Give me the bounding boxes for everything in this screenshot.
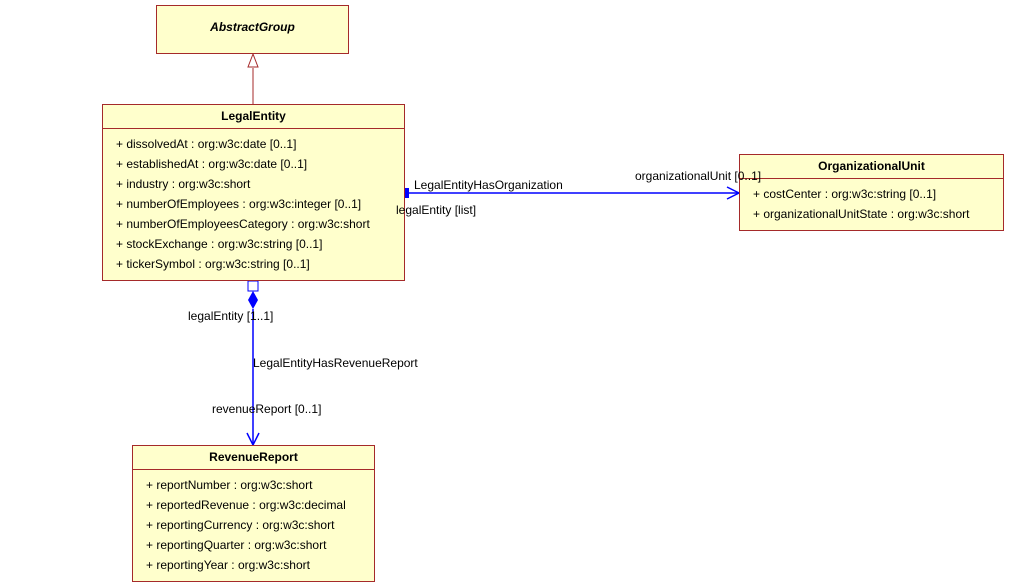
attribute: + stockExchange : org:w3c:string [0..1] bbox=[116, 237, 323, 251]
composition-diamond bbox=[248, 291, 258, 309]
class-organizational-unit[interactable]: OrganizationalUnit + costCenter : org:w3… bbox=[739, 154, 1004, 231]
association-name-revenue: LegalEntityHasRevenueReport bbox=[253, 356, 418, 370]
attribute-list: + dissolvedAt : org:w3c:date [0..1] + es… bbox=[103, 129, 404, 274]
attribute: + reportNumber : org:w3c:short bbox=[146, 478, 313, 492]
attribute: + reportingYear : org:w3c:short bbox=[146, 558, 310, 572]
role-label-revenue-report: revenueReport [0..1] bbox=[212, 402, 322, 416]
attribute: + numberOfEmployees : org:w3c:integer [0… bbox=[116, 197, 362, 211]
class-revenue-report[interactable]: RevenueReport + reportNumber : org:w3c:s… bbox=[132, 445, 375, 582]
attribute: + organizationalUnitState : org:w3c:shor… bbox=[753, 207, 970, 221]
attribute: + reportingCurrency : org:w3c:short bbox=[146, 518, 335, 532]
generalization-arrowhead bbox=[247, 52, 259, 68]
attribute: + establishedAt : org:w3c:date [0..1] bbox=[116, 157, 308, 171]
class-name: RevenueReport bbox=[133, 446, 374, 470]
role-label-legal-entity-list: legalEntity [list] bbox=[396, 203, 477, 217]
class-name: AbstractGroup bbox=[210, 20, 295, 34]
attribute: + reportingQuarter : org:w3c:short bbox=[146, 538, 327, 552]
attribute-list: + reportNumber : org:w3c:short + reporte… bbox=[133, 470, 374, 575]
attribute: + tickerSymbol : org:w3c:string [0..1] bbox=[116, 257, 310, 271]
attribute-list: + costCenter : org:w3c:string [0..1] + o… bbox=[740, 179, 1003, 224]
attribute: + reportedRevenue : org:w3c:decimal bbox=[146, 498, 346, 512]
role-label-legal-entity-one: legalEntity [1..1] bbox=[188, 309, 274, 323]
class-name: LegalEntity bbox=[103, 105, 404, 129]
attribute: + industry : org:w3c:short bbox=[116, 177, 251, 191]
attribute: + dissolvedAt : org:w3c:date [0..1] bbox=[116, 137, 297, 151]
attribute: + numberOfEmployeesCategory : org:w3c:sh… bbox=[116, 217, 370, 231]
role-label-organizational-unit: organizationalUnit [0..1] bbox=[635, 169, 762, 183]
composition-anchor bbox=[247, 280, 259, 292]
class-legal-entity[interactable]: LegalEntity + dissolvedAt : org:w3c:date… bbox=[102, 104, 405, 281]
class-abstract-group[interactable]: AbstractGroup bbox=[156, 5, 349, 54]
attribute: + costCenter : org:w3c:string [0..1] bbox=[753, 187, 937, 201]
class-name: OrganizationalUnit bbox=[740, 155, 1003, 179]
association-name-org: LegalEntityHasOrganization bbox=[414, 178, 563, 192]
association-source-end-org bbox=[405, 188, 409, 198]
